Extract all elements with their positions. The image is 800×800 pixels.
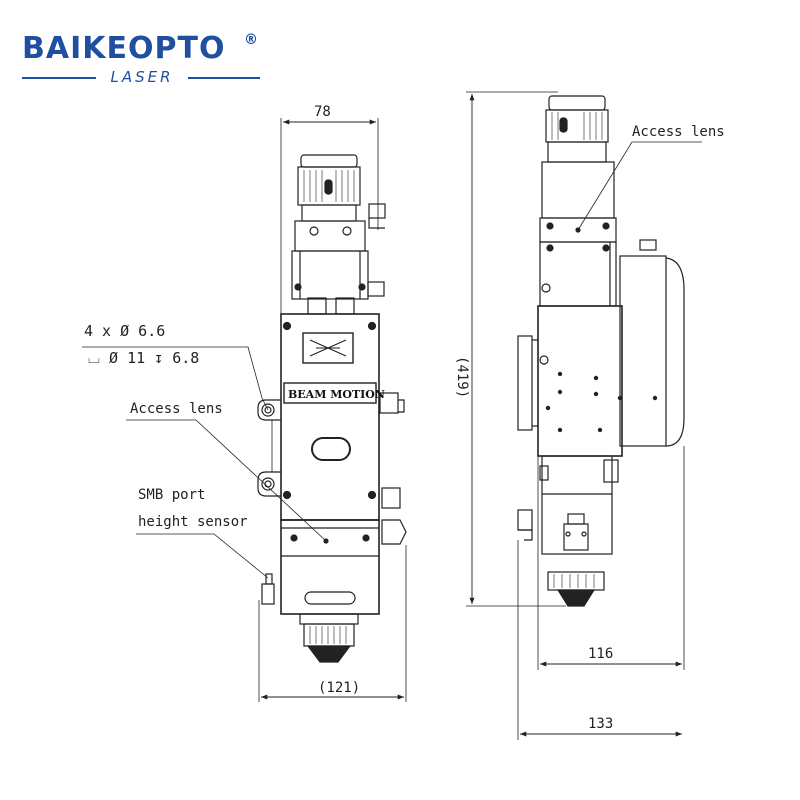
brand-logo: BAIKEOPTO ® LASER [22, 31, 260, 86]
side-lower-body [541, 455, 613, 555]
nozzle-tip [306, 645, 352, 663]
front-knob-cap [300, 154, 358, 168]
side-port-slot [567, 513, 585, 525]
side-screw-head [539, 465, 549, 481]
registered-mark: ® [244, 32, 258, 48]
side-collar [547, 141, 607, 163]
front-nameplate-slot [304, 591, 356, 605]
air-fitting [367, 281, 385, 297]
brand-subtitle: LASER [22, 68, 260, 86]
side-view [466, 91, 702, 740]
front-mid-block [291, 250, 369, 300]
mount-ear-lower [257, 471, 281, 497]
air-fitting [381, 487, 401, 509]
side-nozzle-tip [556, 589, 596, 607]
label-access-lens-front: Access lens [130, 401, 223, 417]
brand-subtitle-text: LASER [110, 68, 174, 86]
brand-rule-left [22, 77, 96, 79]
nozzle-ring [299, 613, 359, 625]
screw [539, 355, 549, 365]
screw [309, 226, 319, 236]
mount-hole [261, 477, 275, 491]
side-mid-block [539, 241, 617, 307]
brand-rule-right [188, 77, 260, 79]
side-cable-gland [381, 519, 407, 545]
side-main-body [537, 305, 623, 457]
brand-name: BAIKEOPTO [22, 31, 226, 66]
label-height-sensor: height sensor [138, 514, 248, 530]
side-knob-cap [548, 95, 606, 111]
dim-label-78: 78 [314, 104, 331, 120]
side-port-bracket [563, 523, 589, 551]
front-collar [301, 204, 357, 222]
air-fitting [379, 392, 399, 414]
side-collimator [541, 161, 615, 219]
dim-label-419: (419) [454, 356, 470, 398]
leader-hole-spec [82, 346, 269, 411]
front-collimator-block [294, 220, 366, 252]
side-motor-cover [665, 257, 685, 447]
dim-label-121: (121) [318, 680, 360, 696]
brand-plate [283, 382, 377, 404]
mount-hole [261, 403, 275, 417]
front-knob-slot [324, 179, 333, 195]
leader-smb-port [136, 533, 269, 579]
label-access-lens-side: Access lens [632, 124, 725, 140]
leader-access-lens-side [577, 141, 702, 231]
laser-warning-plate [302, 332, 354, 364]
front-main-body [280, 313, 380, 521]
connector [335, 297, 355, 315]
hole-spec-line2: ⌴ Ø 11 ↧ 6.8 [88, 349, 199, 367]
side-connector [603, 459, 619, 483]
front-lower-body [280, 519, 380, 615]
air-fitting [368, 203, 386, 219]
front-view [82, 118, 407, 702]
front-oval-window [311, 437, 351, 461]
connector [307, 297, 327, 315]
label-smb-port: SMB port [138, 487, 205, 503]
hole-spec-line1: 4 x Ø 6.6 [84, 322, 165, 340]
smb-connector [265, 573, 273, 585]
side-knob-slot [559, 117, 568, 133]
side-nozzle-ring [547, 571, 605, 591]
side-fin-plate [517, 335, 533, 431]
leader-access-lens-front [126, 419, 327, 542]
dim-label-133: 133 [588, 716, 613, 732]
side-focus-ring [545, 109, 609, 143]
smb-port [261, 583, 275, 605]
air-fitting [517, 509, 533, 531]
mount-ear-upper [257, 399, 281, 421]
laser-symbol-icon [309, 339, 347, 357]
screw [342, 226, 352, 236]
dim-label-116: 116 [588, 646, 613, 662]
air-fitting-pipe [368, 218, 385, 229]
screw [541, 283, 551, 293]
air-fitting [639, 239, 657, 251]
side-motor-module [619, 255, 667, 447]
beam-motion-plate-text: BEAM MOTION [288, 388, 385, 401]
nozzle-body [303, 623, 355, 647]
